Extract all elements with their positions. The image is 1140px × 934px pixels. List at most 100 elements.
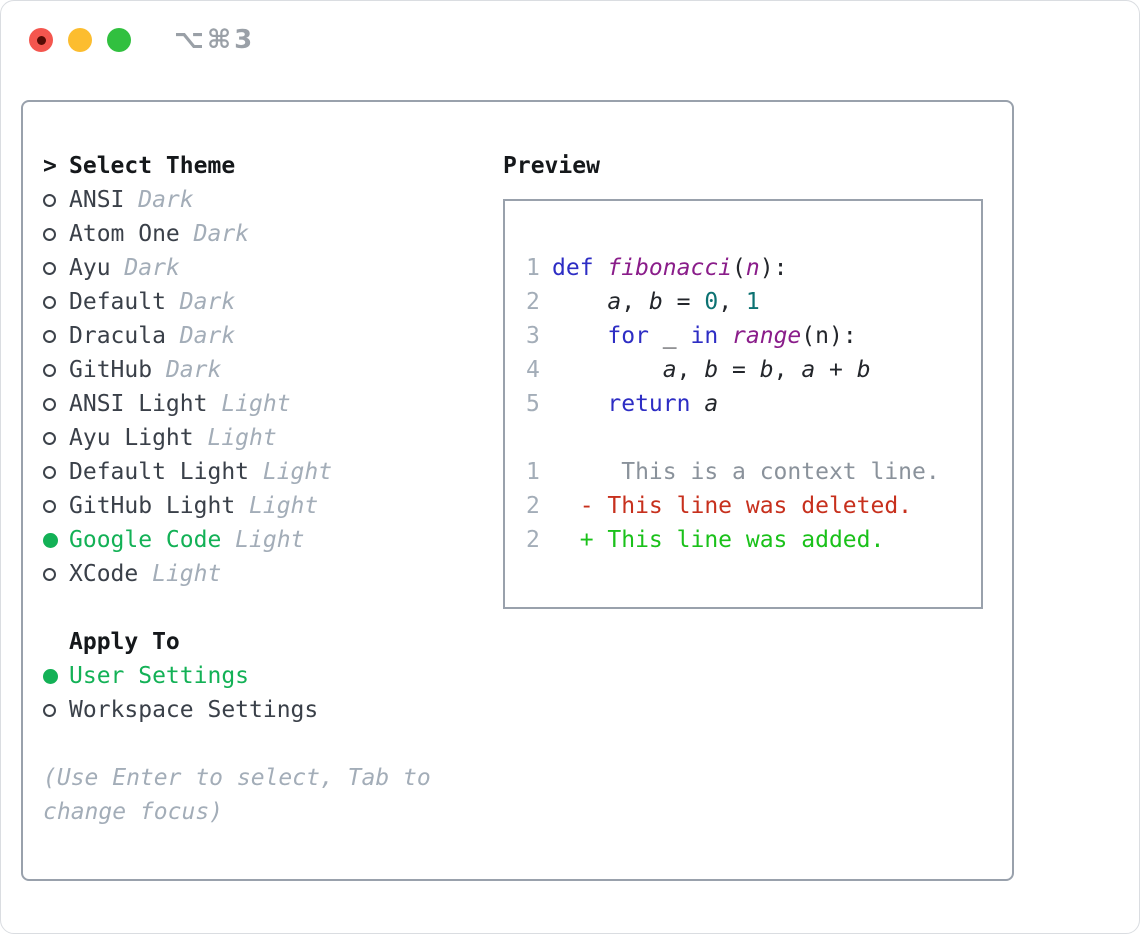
theme-option[interactable]: XCode Light [43, 557, 503, 591]
line-number: 2 [526, 493, 540, 519]
option-label: Dracula [69, 323, 166, 349]
option-variant-label: Dark [165, 323, 236, 349]
line-number: 1 [526, 255, 540, 281]
code-segment-var: b [759, 357, 774, 383]
code-segment-num: 1 [745, 289, 760, 315]
radio-unselected-icon [43, 227, 56, 241]
option-label: Default [69, 289, 166, 315]
option-label: Workspace Settings [69, 697, 319, 723]
code-segment-pl: , [676, 357, 705, 383]
code-segment-pl [690, 391, 704, 417]
theme-option[interactable]: Google Code Light [43, 523, 503, 557]
titlebar: ⌥⌘3 [29, 25, 255, 55]
radio-unselected-icon [43, 193, 56, 207]
code-segment-fn: n [745, 255, 760, 281]
option-label: User Settings [69, 663, 250, 689]
theme-option[interactable]: Default Light Light [43, 455, 503, 489]
apply-to-option[interactable]: User Settings [43, 659, 503, 693]
theme-option[interactable]: Dracula Dark [43, 319, 503, 353]
option-label: Atom One [69, 221, 180, 247]
option-label: Google Code [69, 527, 222, 553]
code-segment-fn: range [732, 323, 802, 349]
option-variant-label: Light [138, 561, 222, 587]
option-variant-label: Light [207, 391, 291, 417]
option-variant-label: Light [193, 425, 277, 451]
code-segment-pl: = [662, 289, 705, 315]
code-line: 2 a, b = 0, 1 [526, 285, 981, 319]
code-segment-pl: ( [732, 255, 746, 281]
code-segment-kw: return [607, 391, 691, 417]
option-label: XCode [69, 561, 139, 587]
theme-option[interactable]: GitHub Light Light [43, 489, 503, 523]
radio-unselected-icon [43, 499, 56, 513]
theme-option[interactable]: Ayu Light Light [43, 421, 503, 455]
theme-option[interactable]: ANSI Light Light [43, 387, 503, 421]
apply-to-header: Apply To [43, 625, 503, 659]
focus-caret-icon: > [43, 153, 57, 179]
code-segment-var: b [648, 289, 663, 315]
code-segment-var: b [704, 357, 719, 383]
option-variant-label: Light [221, 527, 305, 553]
code-line: 1 This is a context line. [526, 455, 981, 489]
radio-selected-icon [43, 668, 58, 684]
code-segment-pl [718, 323, 732, 349]
preview-title: Preview [503, 153, 600, 179]
code-segment-var: a [704, 391, 719, 417]
option-label: ANSI Light [69, 391, 208, 417]
code-line: 2 + This line was added. [526, 523, 981, 557]
code-line: 4 a, b = b, a + b [526, 353, 981, 387]
option-label: GitHub Light [69, 493, 236, 519]
keyboard-hint: (Use Enter to select, Tab to change focu… [43, 765, 431, 825]
option-variant-label: Light [235, 493, 319, 519]
theme-option[interactable]: Default Dark [43, 285, 503, 319]
radio-unselected-icon [43, 465, 56, 479]
code-segment-pl: , [773, 357, 802, 383]
option-variant-label: Dark [179, 221, 250, 247]
code-segment-pl: , [718, 289, 746, 315]
theme-option[interactable]: ANSI Dark [43, 183, 503, 217]
line-number: 2 [526, 289, 540, 315]
close-dot-icon [36, 35, 46, 45]
code-segment-fn: fibonacci [607, 255, 733, 281]
apply-to-title: Apply To [69, 629, 180, 655]
option-label: Ayu [69, 255, 111, 281]
code-line: 3 for _ in range(n): [526, 319, 981, 353]
line-number: 3 [526, 323, 540, 349]
code-segment-ctx: This is a context line. [552, 459, 940, 485]
radio-unselected-icon [43, 703, 56, 717]
line-number: 4 [526, 357, 540, 383]
radio-unselected-icon [43, 261, 56, 275]
theme-option[interactable]: Ayu Dark [43, 251, 503, 285]
line-number: 2 [526, 527, 540, 553]
window-title: ⌥⌘3 [174, 25, 256, 55]
code-segment-kw: for [607, 323, 649, 349]
code-segment-var: a [662, 357, 677, 383]
code-segment-num: 0 [704, 289, 719, 315]
radio-unselected-icon [43, 329, 56, 343]
code-segment-var: a [607, 289, 622, 315]
code-segment-pl: = [718, 357, 760, 383]
theme-option[interactable]: Atom One Dark [43, 217, 503, 251]
radio-unselected-icon [43, 567, 56, 581]
code-segment-pl [552, 391, 607, 417]
code-line [526, 421, 981, 455]
close-button[interactable] [29, 28, 53, 52]
radio-unselected-icon [43, 295, 56, 309]
select-theme-header: > Select Theme [43, 149, 503, 183]
section-gap [43, 591, 503, 625]
option-label: GitHub [69, 357, 153, 383]
option-label: Default Light [69, 459, 250, 485]
theme-option[interactable]: GitHub Dark [43, 353, 503, 387]
apply-to-option[interactable]: Workspace Settings [43, 693, 503, 727]
code-segment-add: + This line was added. [552, 527, 885, 553]
minimize-button[interactable] [68, 28, 92, 52]
option-variant-label: Dark [124, 187, 194, 213]
maximize-button[interactable] [107, 28, 131, 52]
option-variant-label: Light [249, 459, 333, 485]
code-segment-kw: in [690, 323, 719, 349]
